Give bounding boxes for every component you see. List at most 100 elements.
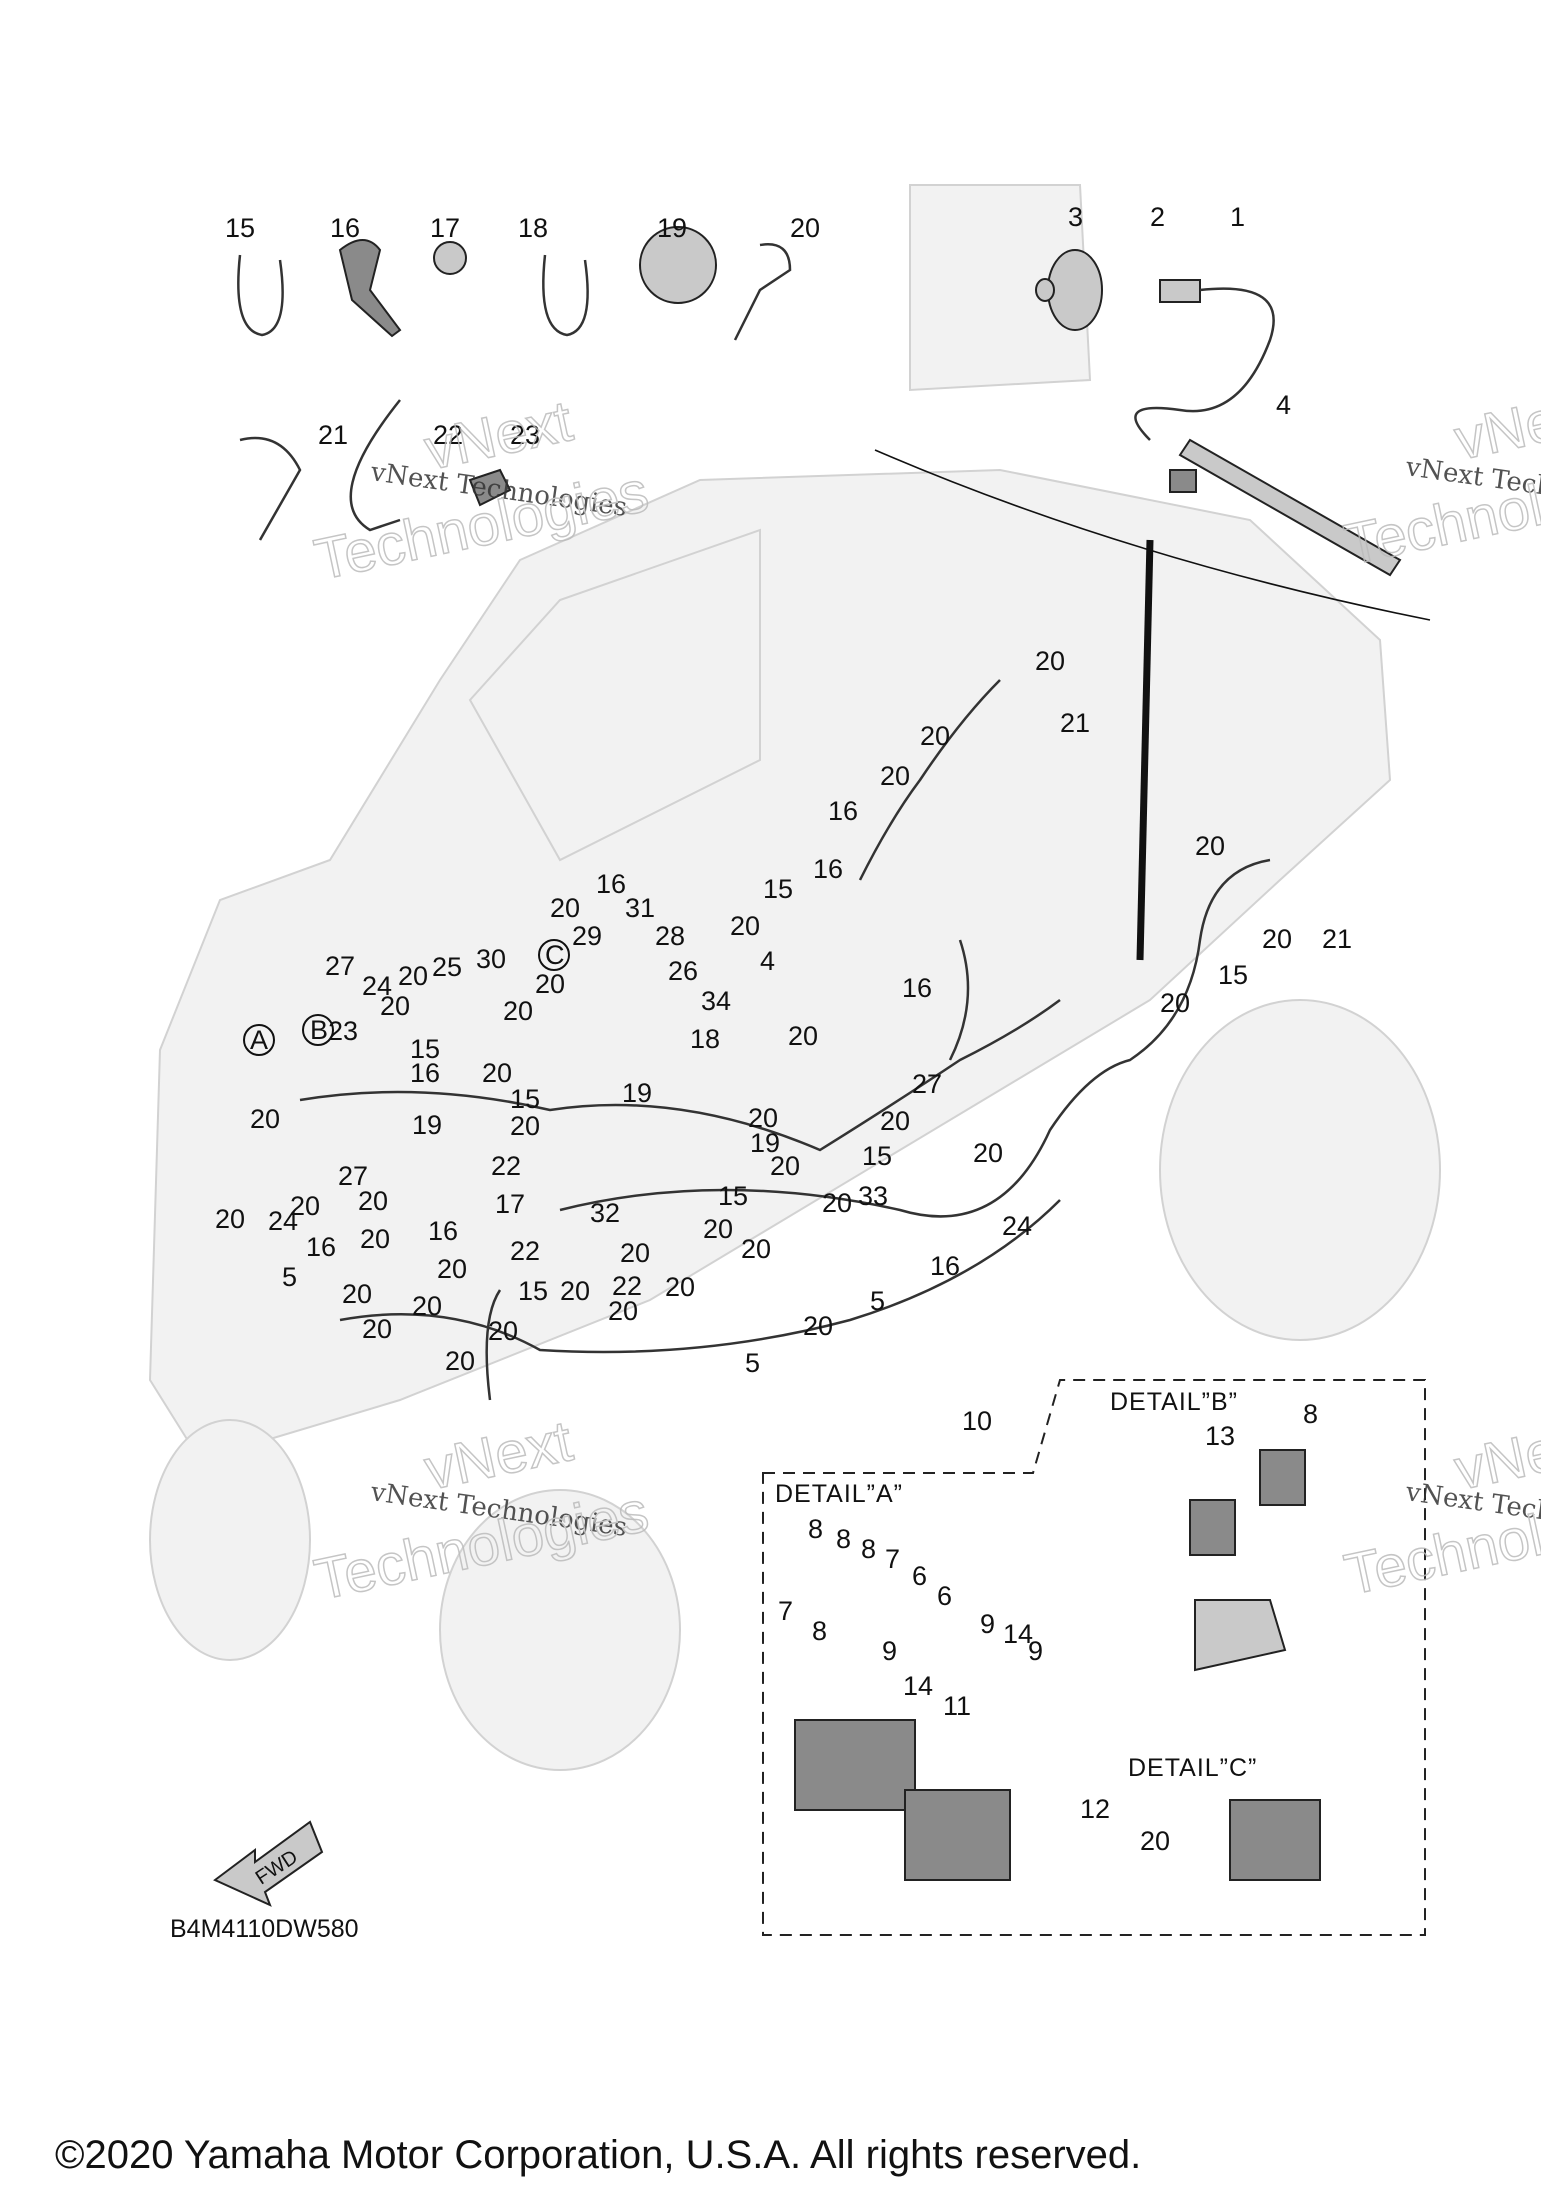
marker-b: B [310, 1015, 328, 1045]
callout: 9 [882, 1636, 897, 1666]
callout: 20 [730, 911, 760, 941]
callout: 16 [428, 1216, 458, 1246]
callout: 27 [325, 951, 355, 981]
callout: 20 [880, 761, 910, 791]
callout: 22 [510, 1236, 540, 1266]
callout: 27 [912, 1069, 942, 1099]
callout: 30 [476, 944, 506, 974]
callout: 16 [902, 973, 932, 1003]
callout: 16 [828, 796, 858, 826]
callout: 20 [437, 1254, 467, 1284]
watermark-text: vNext [419, 1408, 578, 1502]
callout: 20 [510, 1111, 540, 1141]
callout: 20 [620, 1238, 650, 1268]
callout: 15 [518, 1276, 548, 1306]
callout: 23 [328, 1016, 358, 1046]
callout: 20 [703, 1214, 733, 1244]
callout: 21 [1060, 708, 1090, 738]
callout: 15 [225, 213, 255, 243]
callout: 34 [701, 986, 731, 1016]
callout: 16 [596, 869, 626, 899]
callout: 20 [1140, 1826, 1170, 1856]
callout-numbers: 15 16 17 18 19 20 3 2 1 21 22 23 4 20 20… [215, 202, 1352, 1856]
callout: 20 [250, 1104, 280, 1134]
callout: 5 [282, 1262, 297, 1292]
callout: 13 [1205, 1421, 1235, 1451]
callout: 19 [622, 1078, 652, 1108]
callout: 10 [962, 1406, 992, 1436]
callout: 20 [488, 1316, 518, 1346]
callout: 28 [655, 921, 685, 951]
callout: 18 [518, 213, 548, 243]
callout: 20 [290, 1191, 320, 1221]
main-harness [299, 679, 1271, 1401]
callout: 8 [808, 1514, 823, 1544]
callout: 17 [430, 213, 460, 243]
callout: 19 [412, 1110, 442, 1140]
callout: 20 [770, 1151, 800, 1181]
callout: 6 [937, 1581, 952, 1611]
callout: 15 [510, 1084, 540, 1114]
callout: 16 [410, 1058, 440, 1088]
callout: 21 [318, 420, 348, 450]
watermark-text: vNext [419, 388, 578, 482]
callout: 21 [1322, 924, 1352, 954]
callout: 20 [215, 1204, 245, 1234]
callout: 26 [668, 956, 698, 986]
figure-code: B4M4110DW580 [170, 1915, 359, 1943]
callout: 16 [930, 1251, 960, 1281]
callout: 8 [812, 1616, 827, 1646]
callout: 18 [690, 1024, 720, 1054]
callout: 20 [790, 213, 820, 243]
copyright-notice: ©2020 Yamaha Motor Corporation, U.S.A. A… [55, 2133, 1141, 2177]
callout: 3 [1068, 202, 1083, 232]
callout: 8 [836, 1524, 851, 1554]
callout: 9 [1028, 1636, 1043, 1666]
callout: 20 [1160, 988, 1190, 1018]
callout: 14 [1003, 1619, 1033, 1649]
detail-markers: A B C [243, 939, 570, 1056]
callout: 31 [625, 893, 655, 923]
callout: 20 [1262, 924, 1292, 954]
callout: 20 [973, 1138, 1003, 1168]
callout: 20 [608, 1296, 638, 1326]
callout: 20 [503, 996, 533, 1026]
callout: 20 [535, 969, 565, 999]
callout: 20 [880, 1106, 910, 1136]
callout: 20 [360, 1224, 390, 1254]
callout: 16 [813, 854, 843, 884]
callout: 7 [778, 1596, 793, 1626]
callout: 20 [665, 1272, 695, 1302]
callout: 20 [482, 1058, 512, 1088]
callout: 11 [943, 1691, 971, 1721]
watermark-text: vNext [1449, 1408, 1541, 1502]
callout: 27 [338, 1161, 368, 1191]
detail-a-title: DETAIL”A” [775, 1480, 903, 1508]
callout: 20 [822, 1188, 852, 1218]
marker-a: A [250, 1025, 268, 1055]
detail-b-title: DETAIL”B” [1110, 1388, 1238, 1416]
callout: 32 [590, 1198, 620, 1228]
callout: 24 [1002, 1211, 1032, 1241]
callout: 25 [432, 952, 462, 982]
callout: 20 [380, 991, 410, 1021]
callout: 16 [330, 213, 360, 243]
callout: 15 [763, 874, 793, 904]
callout: 5 [745, 1348, 760, 1378]
callout: 15 [1218, 960, 1248, 990]
callout: 20 [398, 961, 428, 991]
callout: 22 [612, 1271, 642, 1301]
vehicle-ghost [148, 468, 1441, 1771]
callout: 20 [741, 1234, 771, 1264]
callout: 20 [920, 721, 950, 751]
callout: 24 [268, 1206, 298, 1236]
callout: 4 [760, 946, 775, 976]
callout: 22 [491, 1151, 521, 1181]
callout: 20 [748, 1103, 778, 1133]
fwd-arrow: FWD [213, 1820, 324, 1907]
callout: 23 [510, 420, 540, 450]
callout: 19 [750, 1128, 780, 1158]
watermark-text: vNext [1449, 378, 1541, 472]
callout: 15 [718, 1181, 748, 1211]
